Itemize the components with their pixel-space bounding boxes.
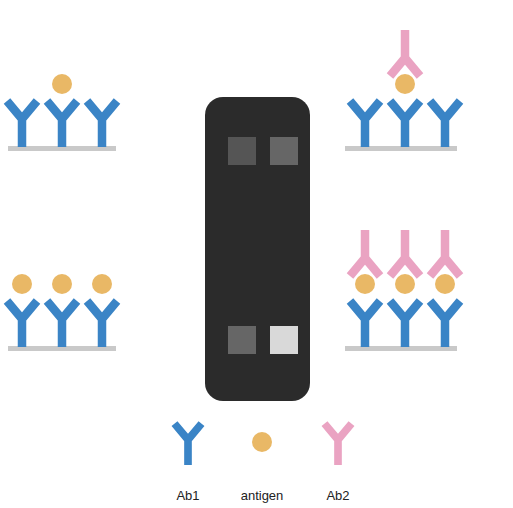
legend-label: Ab1: [176, 488, 199, 503]
legend-entry: Ab2: [326, 486, 349, 504]
legend-samples: [175, 424, 352, 465]
result-strip: [205, 97, 310, 401]
legend-entry: Ab1: [176, 486, 199, 504]
legend-label: Ab2: [326, 488, 349, 503]
legend-label: antigen: [241, 488, 284, 503]
plate-well: [7, 274, 117, 351]
plate-well: [345, 30, 460, 151]
plate-well: [7, 74, 117, 151]
legend-entry: antigen: [241, 486, 284, 504]
plate-well: [345, 230, 460, 351]
